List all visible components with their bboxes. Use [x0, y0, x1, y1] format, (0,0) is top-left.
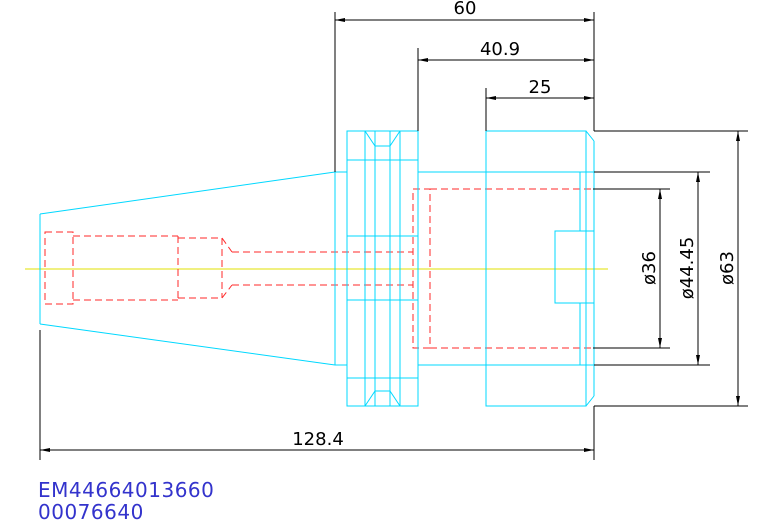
part-outline [39, 130, 595, 407]
dia-44-45-label: ø44.45 [677, 237, 698, 300]
part-number: 00076640 [38, 500, 144, 524]
dia-36-label: ø36 [639, 251, 660, 285]
hidden-lines [44, 188, 593, 349]
dimension-lines [39, 12, 748, 460]
dia-63-label: ø63 [717, 251, 738, 285]
part-code: EM44664013660 [38, 478, 215, 502]
dim-60-label: 60 [454, 0, 477, 19]
dim-40-9-label: 40.9 [480, 39, 520, 60]
dim-25-label: 25 [529, 77, 552, 98]
dim-128-4-label: 128.4 [292, 429, 344, 450]
